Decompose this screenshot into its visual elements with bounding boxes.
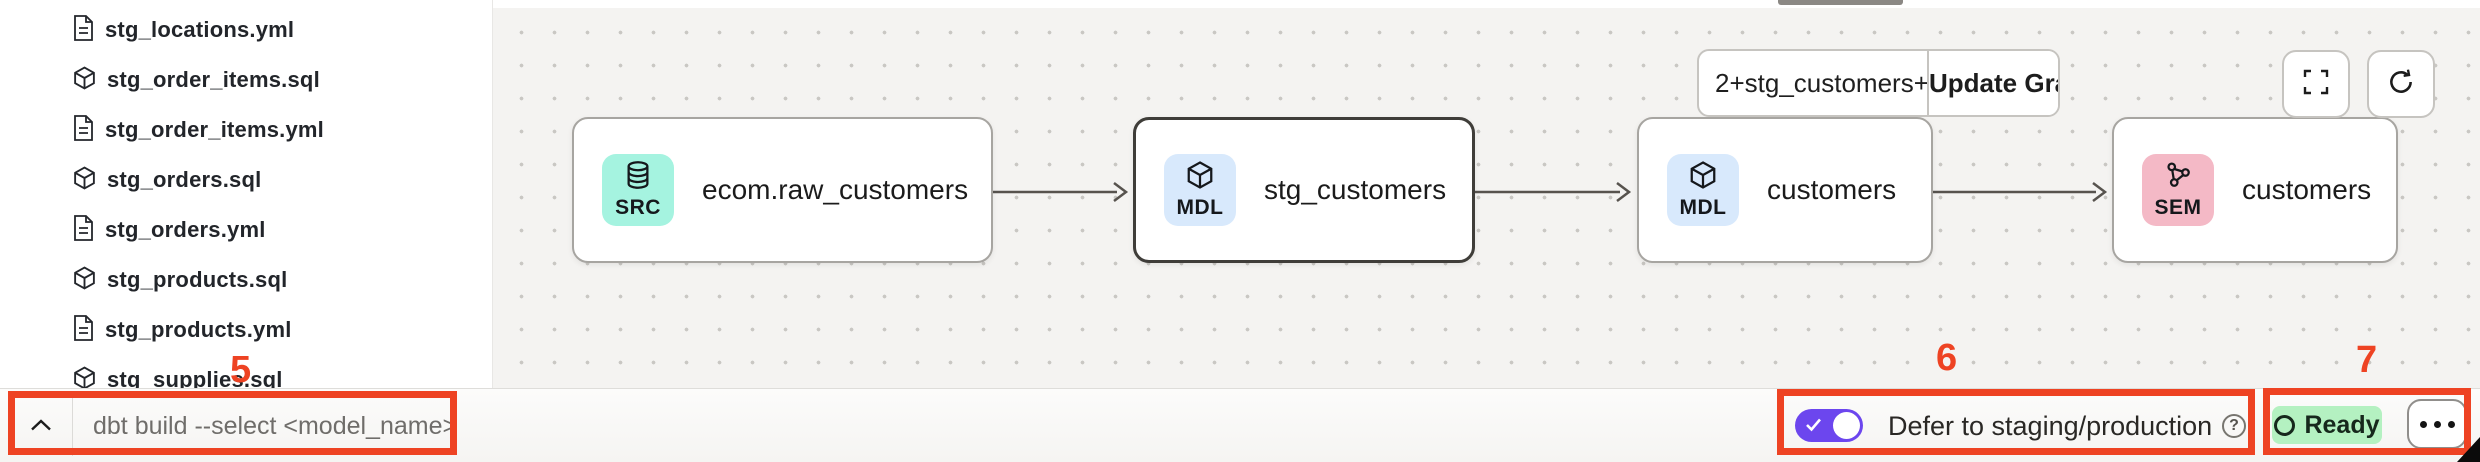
fullscreen-icon <box>2302 68 2330 101</box>
lineage-node-stg-customers[interactable]: MDL stg_customers <box>1133 117 1475 263</box>
collapse-panel-button[interactable] <box>18 403 64 449</box>
file-item-stg-supplies-sql[interactable]: stg_supplies.sql <box>0 355 492 388</box>
status-text: Ready <box>2304 410 2380 439</box>
status-badge[interactable]: Ready <box>2272 406 2382 444</box>
model-badge: MDL <box>1667 154 1739 226</box>
dbt-command-input[interactable] <box>93 389 453 462</box>
badge-label: MDL <box>1176 196 1224 219</box>
toggle-knob <box>1833 412 1860 439</box>
update-graph-button[interactable]: Update Graph <box>1927 51 2058 115</box>
command-bar: Defer to staging/production ? Ready <box>0 388 2480 462</box>
chevron-up-icon <box>29 418 53 435</box>
network-icon <box>2163 160 2193 195</box>
file-item-stg-order-items-yml[interactable]: stg_order_items.yml <box>0 105 492 155</box>
horizontal-scrollbar-thumb[interactable] <box>1778 0 1903 5</box>
file-item-stg-locations-yml[interactable]: stg_locations.yml <box>0 5 492 55</box>
file-name: stg_order_items.sql <box>107 67 320 92</box>
file-item-stg-products-yml[interactable]: stg_products.yml <box>0 305 492 355</box>
file-item-stg-order-items-sql[interactable]: stg_order_items.sql <box>0 55 492 105</box>
node-title: customers <box>1767 174 1897 205</box>
node-selector-input[interactable] <box>1699 51 1927 115</box>
status-circle-icon <box>2274 414 2296 436</box>
cube-icon <box>72 65 97 96</box>
badge-label: SRC <box>615 196 661 219</box>
file-name: stg_locations.yml <box>105 17 295 42</box>
cube-icon <box>72 265 97 296</box>
document-icon <box>72 314 95 346</box>
ellipsis-icon <box>2419 420 2427 428</box>
fullscreen-button[interactable] <box>2282 50 2350 118</box>
badge-label: SEM <box>2154 196 2202 219</box>
file-explorer: stg_locations.yml stg_order_items.sql st… <box>0 0 493 388</box>
lineage-node-customers-model[interactable]: MDL customers <box>1637 117 1933 263</box>
cube-icon <box>1185 160 1215 195</box>
graph-selector-group: Update Graph <box>1697 49 2060 117</box>
help-icon[interactable]: ? <box>2222 414 2246 438</box>
refresh-button[interactable] <box>2367 50 2435 118</box>
defer-toggle[interactable] <box>1795 409 1863 442</box>
file-name: stg_order_items.yml <box>105 117 324 142</box>
document-icon <box>72 14 95 46</box>
document-icon <box>72 214 95 246</box>
file-name: stg_supplies.sql <box>107 367 283 388</box>
more-options-button[interactable] <box>2407 399 2467 449</box>
lineage-node-customers-semantic[interactable]: SEM customers <box>2112 117 2398 263</box>
node-title: customers <box>2242 174 2372 205</box>
file-name: stg_products.sql <box>107 267 288 292</box>
node-title: stg_customers <box>1264 174 1447 205</box>
lineage-canvas[interactable]: SRC ecom.raw_customers MDL stg_customers… <box>493 0 2480 388</box>
badge-label: MDL <box>1679 196 1727 219</box>
source-badge: SRC <box>602 154 674 226</box>
defer-toggle-label: Defer to staging/production <box>1888 410 2213 441</box>
cube-icon <box>72 365 97 388</box>
semantic-badge: SEM <box>2142 154 2214 226</box>
node-title: ecom.raw_customers <box>702 174 969 205</box>
file-item-stg-orders-yml[interactable]: stg_orders.yml <box>0 205 492 255</box>
lineage-node-raw-customers[interactable]: SRC ecom.raw_customers <box>572 117 993 263</box>
file-item-stg-products-sql[interactable]: stg_products.sql <box>0 255 492 305</box>
file-name: stg_orders.sql <box>107 167 262 192</box>
file-name: stg_products.yml <box>105 317 292 342</box>
document-icon <box>72 114 95 146</box>
refresh-icon <box>2386 67 2416 102</box>
file-item-stg-orders-sql[interactable]: stg_orders.sql <box>0 155 492 205</box>
cube-icon <box>1688 160 1718 195</box>
model-badge: MDL <box>1164 154 1236 226</box>
cube-icon <box>72 165 97 196</box>
command-bar-divider <box>72 394 73 456</box>
canvas-top-strip <box>493 0 2480 8</box>
file-name: stg_orders.yml <box>105 217 266 242</box>
database-icon <box>623 160 653 195</box>
